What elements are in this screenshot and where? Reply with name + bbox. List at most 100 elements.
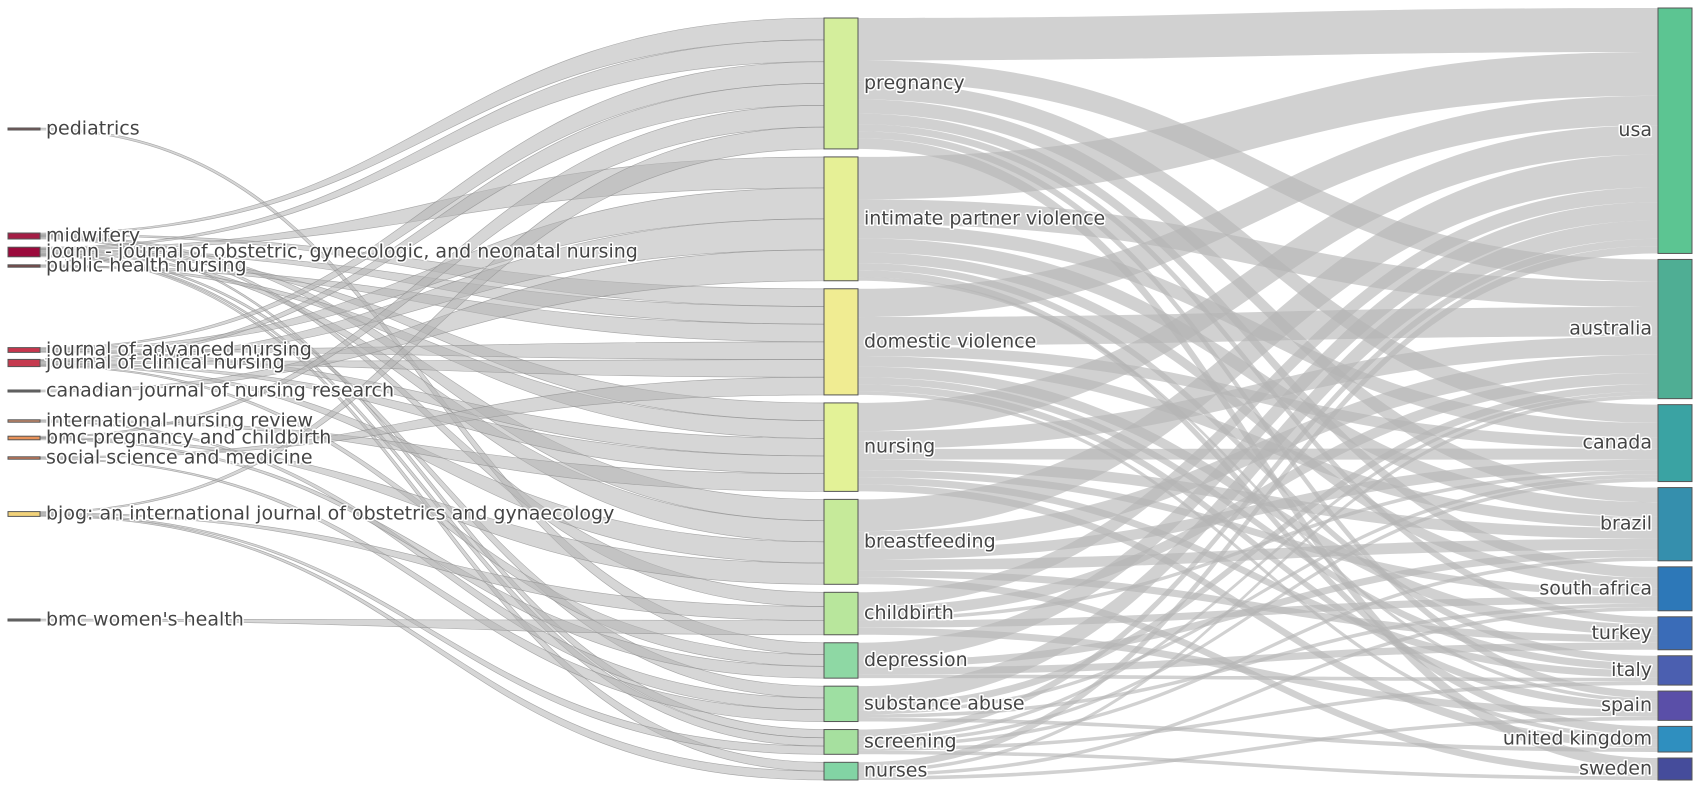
- sankey-node-phn[interactable]: public health nursing: [7, 253, 248, 278]
- sankey-link-screening-canada[interactable]: [858, 477, 1658, 744]
- sankey-node-italy[interactable]: italy: [1610, 655, 1693, 686]
- sankey-link-dv-brazil[interactable]: [858, 356, 1658, 528]
- sankey-link-pregnancy-australia[interactable]: [858, 60, 1658, 282]
- sankey-link-depression-usa[interactable]: [858, 202, 1658, 661]
- sankey-node-bar-jcn[interactable]: [7, 358, 41, 368]
- sankey-link-nurses-usa[interactable]: [858, 246, 1658, 770]
- sankey-node-bar-midwifery[interactable]: [7, 232, 41, 240]
- sankey-node-southafrica[interactable]: south africa: [1538, 566, 1693, 612]
- sankey-link-nursing-usa[interactable]: [858, 125, 1658, 432]
- sankey-node-bjog[interactable]: bjog: an international journal of obstet…: [7, 501, 616, 526]
- sankey-link-substance-canada[interactable]: [858, 474, 1658, 715]
- sankey-node-pregnancy[interactable]: pregnancy: [823, 17, 966, 150]
- sankey-link-breastfeeding-usa[interactable]: [858, 154, 1658, 532]
- sankey-node-bar-phn[interactable]: [7, 264, 41, 268]
- sankey-link-nursing-southafrica[interactable]: [858, 470, 1658, 597]
- sankey-node-brazil[interactable]: brazil: [1598, 487, 1693, 562]
- sankey-link-pregnancy-brazil[interactable]: [858, 99, 1658, 503]
- sankey-node-jan[interactable]: journal of advanced nursing: [7, 337, 313, 362]
- sankey-link-ipv-usa[interactable]: [858, 51, 1658, 200]
- sankey-node-screening[interactable]: screening: [823, 729, 958, 755]
- sankey-node-australia[interactable]: australia: [1568, 258, 1693, 400]
- sankey-node-bar-ipv[interactable]: [823, 156, 859, 282]
- sankey-node-bar-jan[interactable]: [7, 347, 41, 353]
- sankey-node-sweden[interactable]: sweden: [1578, 756, 1693, 781]
- sankey-node-nursing[interactable]: nursing: [823, 402, 937, 492]
- sankey-node-inr[interactable]: international nursing review: [7, 408, 315, 433]
- sankey-node-bar-turkey[interactable]: [1657, 616, 1693, 651]
- sankey-node-bar-dv[interactable]: [823, 288, 859, 396]
- sankey-node-bar-bmcpc[interactable]: [7, 435, 41, 441]
- sankey-node-jcn[interactable]: journal of clinical nursing: [7, 350, 286, 375]
- sankey-node-bar-italy[interactable]: [1657, 655, 1693, 686]
- sankey-link-nurses-southafrica[interactable]: [858, 607, 1658, 777]
- sankey-link-childbirth-usa[interactable]: [858, 187, 1658, 607]
- sankey-node-bar-substance[interactable]: [823, 685, 859, 723]
- sankey-link-breastfeeding-australia[interactable]: [858, 354, 1658, 549]
- sankey-node-breastfeeding[interactable]: breastfeeding: [823, 498, 997, 585]
- sankey-node-bar-ssm[interactable]: [7, 456, 41, 460]
- sankey-link-pregnancy-usa[interactable]: [858, 8, 1658, 61]
- sankey-node-bar-inr[interactable]: [7, 419, 41, 423]
- sankey-node-bar-nurses[interactable]: [823, 761, 859, 781]
- sankey-node-depression[interactable]: depression: [823, 642, 969, 679]
- sankey-node-bar-breastfeeding[interactable]: [823, 498, 859, 585]
- sankey-link-dv-australia[interactable]: [858, 307, 1658, 346]
- sankey-node-bar-cjnr[interactable]: [7, 389, 41, 393]
- sankey-link-dv-italy[interactable]: [858, 377, 1658, 671]
- sankey-node-bar-usa[interactable]: [1657, 7, 1693, 254]
- sankey-link-screening-italy[interactable]: [858, 681, 1658, 751]
- sankey-link-substance-uk[interactable]: [858, 718, 1658, 753]
- sankey-node-bmcwh[interactable]: bmc women's health: [7, 607, 245, 632]
- sankey-node-nurses[interactable]: nurses: [823, 758, 929, 783]
- sankey-node-bar-brazil[interactable]: [1657, 487, 1693, 562]
- sankey-link-screening-sweden[interactable]: [858, 750, 1658, 780]
- sankey-node-canada[interactable]: canada: [1581, 404, 1693, 483]
- sankey-link-ipv-brazil[interactable]: [858, 238, 1658, 517]
- sankey-link-substance-usa[interactable]: [858, 220, 1658, 704]
- sankey-node-bmcpc[interactable]: bmc pregnancy and childbirth: [7, 425, 333, 450]
- sankey-link-depression-brazil[interactable]: [858, 549, 1658, 668]
- sankey-link-screening-brazil[interactable]: [858, 557, 1658, 748]
- sankey-node-bar-southafrica[interactable]: [1657, 566, 1693, 612]
- sankey-node-bar-childbirth[interactable]: [823, 591, 859, 636]
- sankey-node-bar-canada[interactable]: [1657, 404, 1693, 483]
- sankey-link-substance-australia[interactable]: [858, 383, 1658, 711]
- sankey-node-childbirth[interactable]: childbirth: [823, 591, 955, 636]
- sankey-link-screening-usa[interactable]: [858, 238, 1658, 737]
- sankey-link-nursing-italy[interactable]: [858, 477, 1658, 678]
- sankey-node-bar-australia[interactable]: [1657, 258, 1693, 400]
- sankey-link-pregnancy-spain[interactable]: [858, 131, 1658, 699]
- sankey-node-bar-bmcwh[interactable]: [7, 618, 41, 622]
- sankey-link-childbirth-spain[interactable]: [858, 627, 1658, 717]
- sankey-link-nursing-uk[interactable]: [858, 484, 1658, 748]
- sankey-node-ssm[interactable]: social science and medicine: [7, 445, 314, 470]
- sankey-node-turkey[interactable]: turkey: [1590, 616, 1693, 651]
- sankey-link-dv-usa[interactable]: [858, 95, 1658, 318]
- sankey-node-uk[interactable]: united kingdom: [1501, 725, 1693, 753]
- sankey-link-childbirth-australia[interactable]: [858, 373, 1658, 618]
- sankey-node-cjnr[interactable]: canadian journal of nursing research: [7, 378, 396, 403]
- sankey-node-dv[interactable]: domestic violence: [823, 288, 1038, 396]
- sankey-node-pediatrics[interactable]: pediatrics: [7, 116, 141, 141]
- sankey-node-bar-depression[interactable]: [823, 642, 859, 679]
- sankey-link-nurses-australia[interactable]: [858, 394, 1658, 773]
- sankey-node-bar-bjog[interactable]: [7, 511, 41, 517]
- sankey-node-bar-jognn[interactable]: [7, 246, 41, 258]
- sankey-node-bar-pregnancy[interactable]: [823, 17, 859, 150]
- sankey-node-bar-spain[interactable]: [1657, 690, 1693, 721]
- sankey-node-bar-uk[interactable]: [1657, 725, 1693, 753]
- sankey-node-substance[interactable]: substance abuse: [823, 685, 1026, 723]
- sankey-link-nurses-spain[interactable]: [858, 716, 1658, 780]
- sankey-link-substance-southafrica[interactable]: [858, 603, 1658, 718]
- sankey-node-spain[interactable]: spain: [1600, 690, 1693, 721]
- sankey-node-jognn[interactable]: jognn - journal of obstetric, gynecologi…: [7, 239, 639, 264]
- sankey-node-bar-screening[interactable]: [823, 729, 859, 755]
- sankey-node-ipv[interactable]: intimate partner violence: [823, 156, 1107, 282]
- sankey-node-midwifery[interactable]: midwifery: [7, 223, 142, 248]
- sankey-link-screening-australia[interactable]: [858, 391, 1658, 741]
- sankey-node-bar-nursing[interactable]: [823, 402, 859, 492]
- sankey-link-ipv-southafrica[interactable]: [858, 252, 1658, 589]
- sankey-link-depression-turkey[interactable]: [858, 642, 1658, 675]
- sankey-node-bar-pediatrics[interactable]: [7, 127, 41, 131]
